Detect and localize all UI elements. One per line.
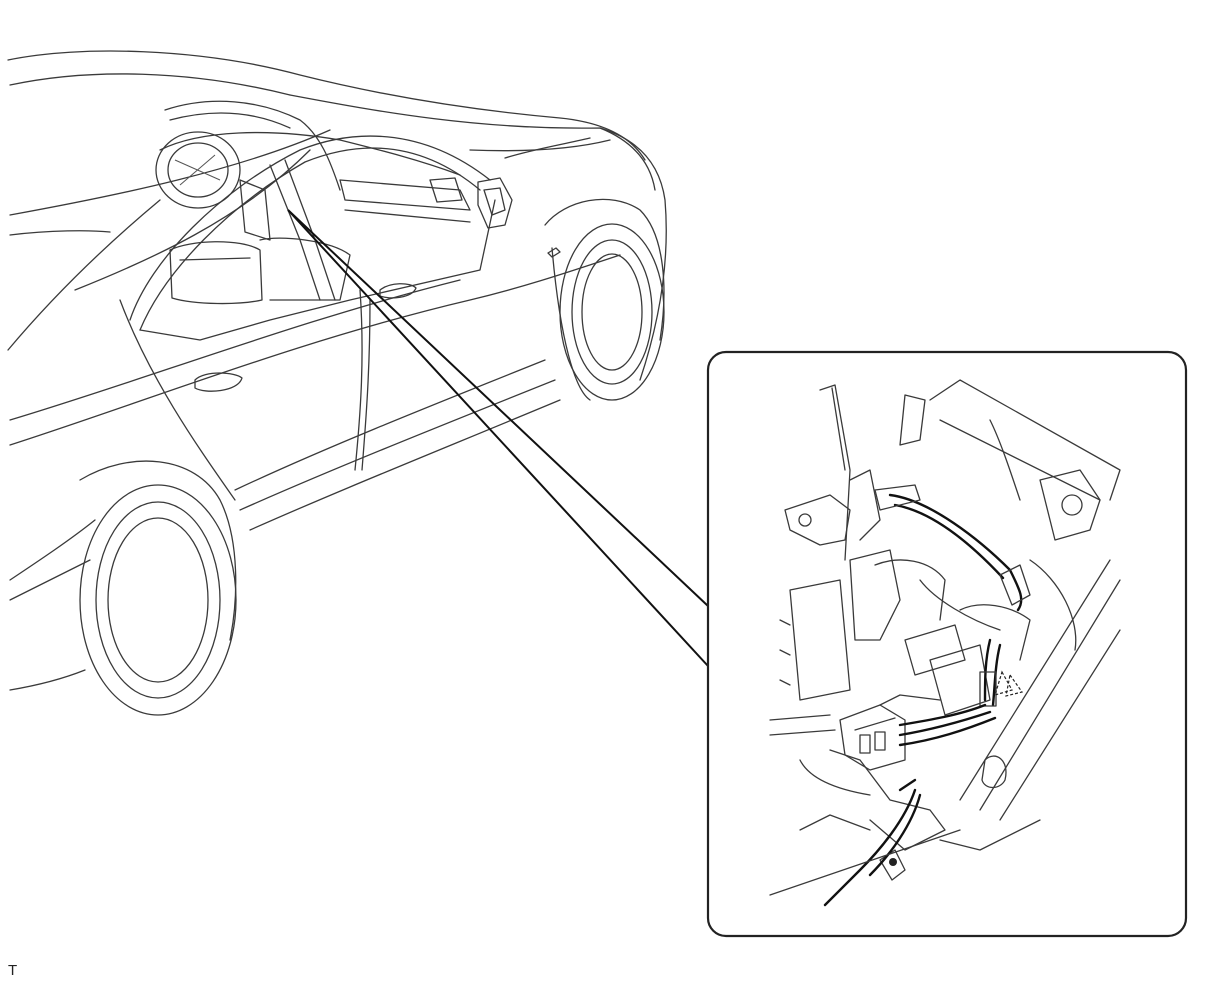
detail-inset — [706, 350, 1188, 938]
figure-code: T — [8, 962, 18, 979]
inset-frame — [706, 350, 1188, 938]
vehicle-illustration — [7, 50, 667, 716]
callout-leader-lines — [287, 209, 709, 667]
inset-drawing — [769, 379, 1121, 907]
